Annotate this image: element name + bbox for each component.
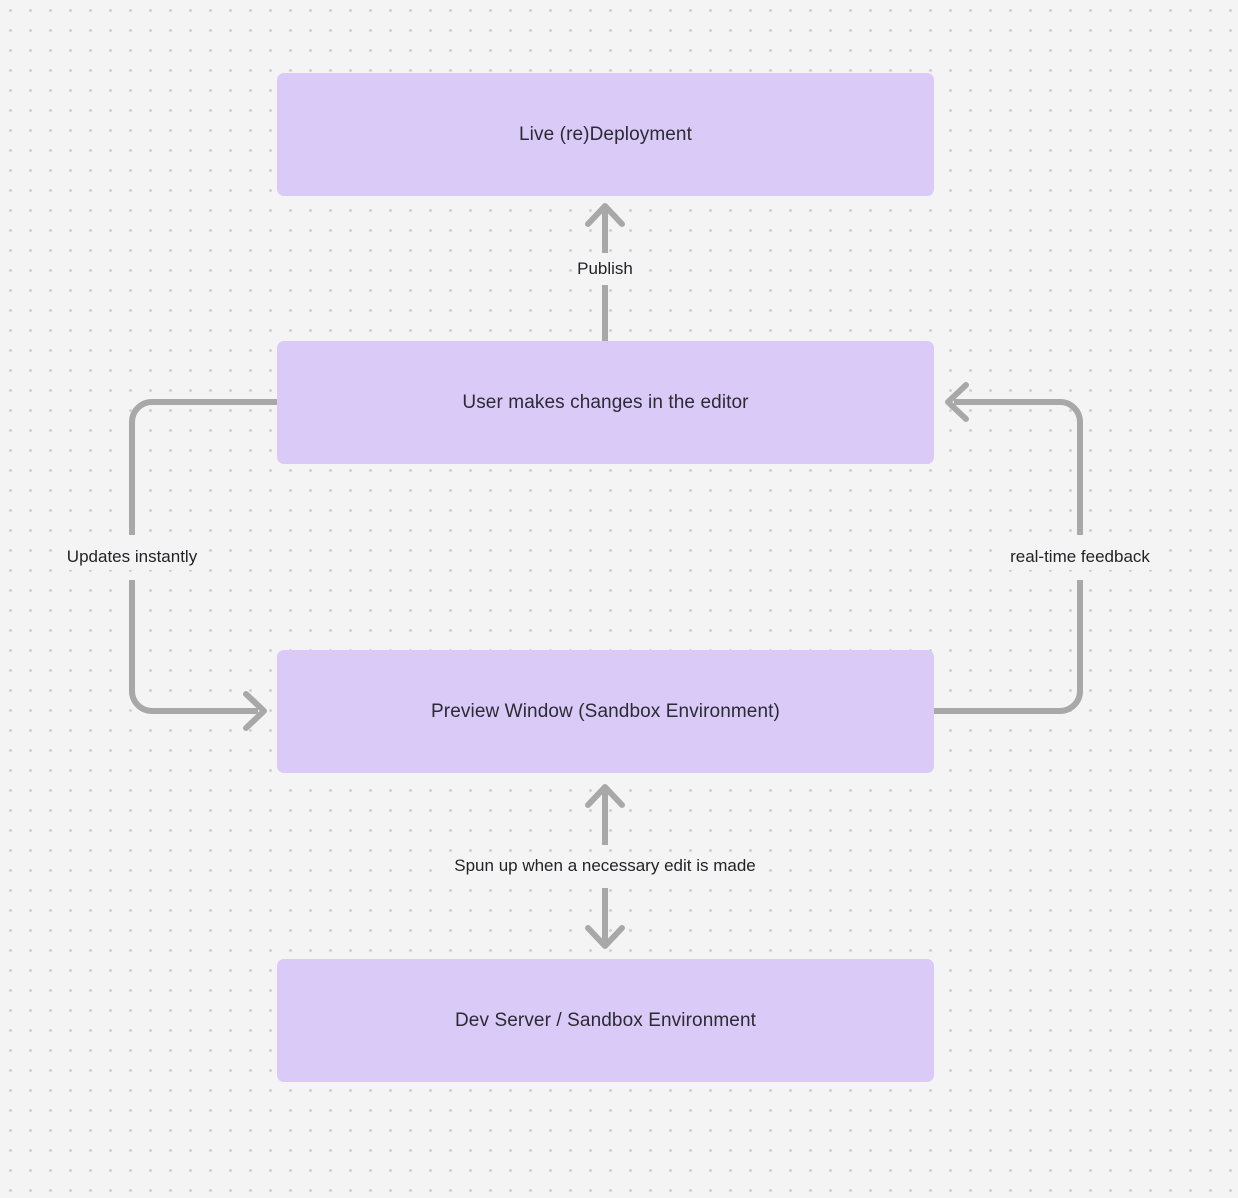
edge-real-time-feedback-arrowhead: [945, 382, 969, 422]
edge-label-real-time-feedback: real-time feedback: [1005, 544, 1155, 570]
edge-real-time-feedback-line-upper: [954, 399, 1083, 535]
node-preview-window[interactable]: Preview Window (Sandbox Environment): [277, 650, 934, 773]
node-label: Live (re)Deployment: [519, 123, 692, 145]
node-user-edits[interactable]: User makes changes in the editor: [277, 341, 934, 464]
edge-updates-instantly-arrowhead: [243, 691, 267, 731]
node-label: User makes changes in the editor: [462, 391, 749, 413]
node-label: Preview Window (Sandbox Environment): [431, 700, 780, 722]
edge-updates-instantly-line-upper: [129, 399, 277, 535]
edge-label-updates-instantly: Updates instantly: [61, 544, 203, 570]
edge-real-time-feedback-line-lower: [934, 580, 1083, 714]
node-label: Dev Server / Sandbox Environment: [454, 1009, 756, 1031]
edge-publish-arrowhead: [585, 203, 625, 227]
edge-label-publish: Publish: [572, 256, 638, 282]
node-dev-server[interactable]: Dev Server / Sandbox Environment: [277, 959, 934, 1082]
edge-label-spun-up: Spun up when a necessary edit is made: [449, 853, 761, 879]
edge-updates-instantly-line-lower: [129, 580, 258, 714]
node-live-deployment[interactable]: Live (re)Deployment: [277, 73, 934, 196]
edge-spun-up-arrowhead-down: [585, 925, 625, 949]
edge-spun-up-arrowhead-up: [585, 784, 625, 808]
